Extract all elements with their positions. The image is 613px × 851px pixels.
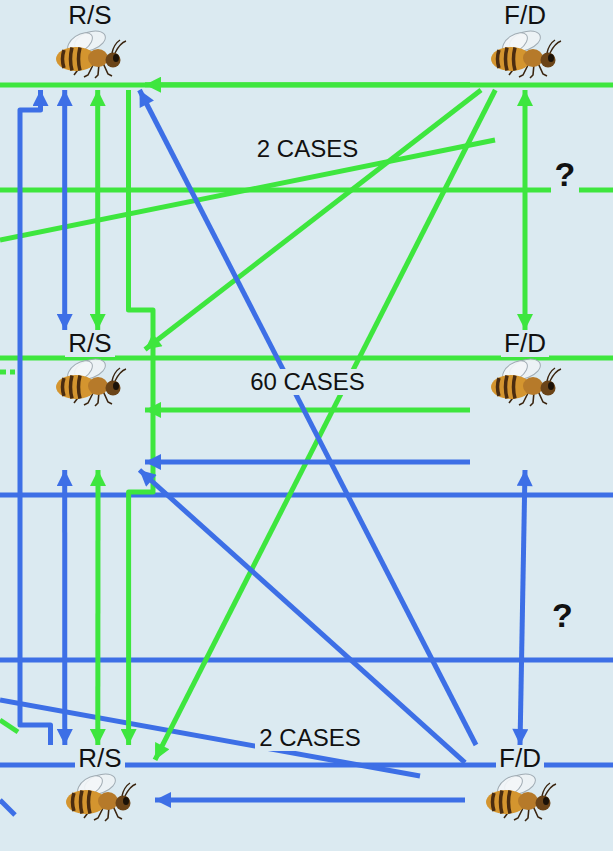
bee-node: F/D	[470, 330, 580, 470]
band-line	[0, 493, 613, 498]
node-label: F/D	[496, 745, 544, 772]
arrow-connector	[129, 90, 154, 745]
stray-line	[0, 720, 18, 732]
node-label: F/D	[501, 330, 549, 357]
arrow-connector	[155, 798, 465, 803]
arrow-connector	[62, 470, 67, 745]
bee-node: R/S	[45, 745, 155, 833]
bee-picture	[50, 357, 130, 407]
bee-node: R/S	[35, 2, 145, 90]
node-label: R/S	[65, 330, 114, 357]
stray-line	[0, 140, 495, 240]
bee-node: F/D	[470, 2, 580, 90]
arrow-connector	[145, 460, 470, 465]
node-label: R/S	[65, 2, 114, 29]
arrow-connector	[523, 90, 528, 330]
stray-line	[0, 800, 15, 815]
case-count: 60 CASES	[246, 369, 369, 395]
arrow-connector	[140, 470, 466, 763]
band-line	[0, 83, 613, 88]
arrow-connector	[62, 90, 67, 330]
arrow-connector	[140, 90, 477, 745]
arrow-connector	[95, 470, 100, 745]
arrow-connector	[520, 470, 525, 745]
bee-picture	[50, 29, 130, 79]
question-mark: ?	[551, 156, 580, 193]
band-line	[0, 188, 613, 193]
bee-node: R/S	[35, 330, 145, 470]
bee-picture	[480, 772, 560, 822]
case-count: 2 CASES	[255, 725, 364, 751]
arrow-connector	[145, 82, 470, 87]
node-label: F/D	[501, 2, 549, 29]
bee-node: F/D	[465, 745, 575, 833]
case-count: 2 CASES	[253, 136, 362, 162]
bee-picture	[60, 772, 140, 822]
arrow-connector	[95, 90, 100, 330]
arrow-connector	[20, 90, 51, 745]
stray-line	[0, 370, 15, 375]
arrow-connector	[155, 90, 495, 760]
bee-picture	[485, 29, 565, 79]
bee-picture	[485, 357, 565, 407]
node-label: R/S	[75, 745, 124, 772]
question-mark: ?	[548, 597, 577, 634]
